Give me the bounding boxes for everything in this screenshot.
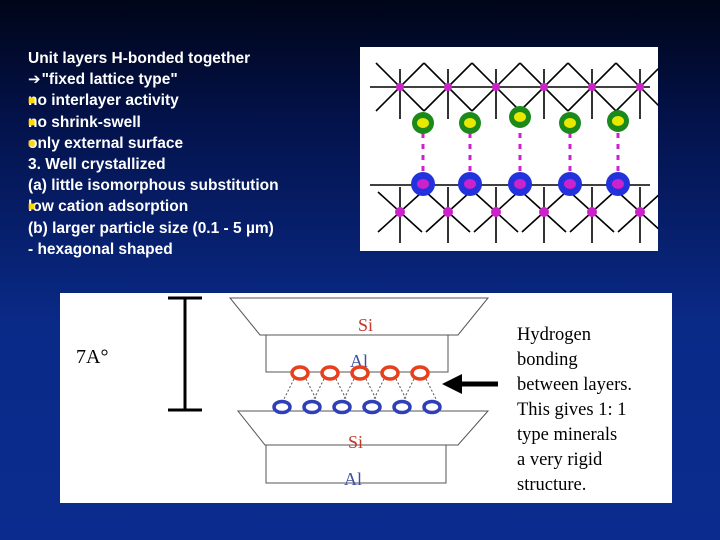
bottom-al-label: Al bbox=[344, 469, 362, 489]
oxygen-ring bbox=[320, 365, 340, 381]
bottom-si-label: Si bbox=[348, 432, 363, 452]
pointer-arrow-icon bbox=[442, 374, 498, 394]
h-bond-line bbox=[343, 378, 355, 400]
h-bond-line bbox=[313, 378, 325, 400]
hydroxyl-rings bbox=[272, 399, 442, 415]
bullet-icon: ■ bbox=[28, 135, 36, 150]
hydroxyl-ring bbox=[272, 399, 292, 415]
oxygen-rings bbox=[290, 365, 430, 381]
text-line-3: ■no shrink-swell bbox=[28, 113, 141, 131]
caption-line: type minerals bbox=[517, 425, 617, 445]
lattice-svg bbox=[370, 62, 658, 243]
text-line-6: (a) little isomorphous substitution bbox=[28, 177, 279, 195]
text-line-8: (b) larger particle size (0.1 - 5 µm) bbox=[28, 219, 274, 237]
text-line-4: ■only external surface bbox=[28, 134, 184, 152]
caption-line: a very rigid bbox=[517, 450, 603, 470]
h-bond-line bbox=[425, 378, 437, 400]
text-block: Unit layers H-bonded together ➔"fixed la… bbox=[28, 48, 358, 260]
oxygen-ring bbox=[350, 365, 370, 381]
h-bond-line bbox=[365, 378, 377, 400]
layer-svg: 7A° Si Al Si Al bbox=[76, 296, 632, 495]
hydrogen-bond-lines bbox=[283, 378, 437, 400]
oxygen-ring bbox=[290, 365, 310, 381]
magenta-atom bbox=[636, 83, 644, 91]
hydroxyl-ring bbox=[302, 399, 322, 415]
bullet-icon: ■ bbox=[28, 93, 36, 108]
caption-line: This gives 1: 1 bbox=[517, 400, 626, 420]
atom-center bbox=[564, 118, 576, 128]
hydroxyl-ring bbox=[332, 399, 352, 415]
magenta-atom bbox=[587, 207, 597, 217]
caption-line: bonding bbox=[517, 350, 578, 370]
h-bond-line bbox=[373, 378, 385, 400]
caption-line: Hydrogen bbox=[517, 325, 591, 345]
interlayer-links bbox=[421, 133, 620, 177]
hydroxyl-ring bbox=[422, 399, 442, 415]
atom-center bbox=[564, 179, 576, 189]
atom-center bbox=[464, 118, 476, 128]
text-line-1: ➔"fixed lattice type" bbox=[28, 69, 358, 90]
h-bond-line bbox=[335, 378, 347, 400]
magenta-atom bbox=[396, 83, 404, 91]
magenta-atom bbox=[491, 207, 501, 217]
h-bond-line bbox=[395, 378, 407, 400]
scale-label: 7A° bbox=[76, 346, 108, 368]
text-line-7: ■low cation adsorption bbox=[28, 198, 189, 216]
atom-center bbox=[612, 116, 624, 126]
atom-center bbox=[514, 179, 526, 189]
bullet-icon: ■ bbox=[28, 199, 36, 214]
atom-center bbox=[464, 179, 476, 189]
lattice-bonds bbox=[370, 62, 658, 243]
scale-bar bbox=[168, 296, 202, 412]
h-bond-line bbox=[403, 378, 415, 400]
bullet-icon: ■ bbox=[28, 114, 36, 129]
magenta-atom bbox=[444, 83, 452, 91]
h-bond-line bbox=[305, 378, 317, 400]
hydroxyl-ring bbox=[392, 399, 412, 415]
magenta-atom bbox=[539, 207, 549, 217]
magenta-atom bbox=[492, 83, 500, 91]
magenta-atom bbox=[443, 207, 453, 217]
text-line-2: ■no interlayer activity bbox=[28, 92, 179, 110]
magenta-atom bbox=[635, 207, 645, 217]
text-line-9: - hexagonal shaped bbox=[28, 240, 173, 258]
top-si-label: Si bbox=[358, 315, 373, 335]
magenta-atom bbox=[395, 207, 405, 217]
caption-line: between layers. bbox=[517, 375, 632, 395]
atom-center bbox=[612, 179, 624, 189]
hydroxyl-ring bbox=[362, 399, 382, 415]
h-bond-line bbox=[283, 378, 295, 400]
arrow-icon: ➔ bbox=[28, 70, 41, 89]
text-line-5: 3. Well crystallized bbox=[28, 156, 166, 174]
bottom-sheet bbox=[236, 410, 490, 484]
hydrogen-bonding-caption: Hydrogen bonding between layers. This gives… bbox=[517, 325, 632, 495]
atom-center bbox=[514, 112, 526, 122]
lattice-diagram bbox=[360, 47, 658, 251]
magenta-atom bbox=[540, 83, 548, 91]
atom-center bbox=[417, 179, 429, 189]
oxygen-ring bbox=[380, 365, 400, 381]
atom-center bbox=[417, 118, 429, 128]
caption-line: structure. bbox=[517, 475, 586, 495]
text-line-0: Unit layers H-bonded together bbox=[28, 50, 251, 67]
magenta-atom bbox=[588, 83, 596, 91]
oxygen-ring bbox=[410, 365, 430, 381]
kaolinite-layer-diagram: 7A° Si Al Si Al bbox=[60, 293, 672, 503]
